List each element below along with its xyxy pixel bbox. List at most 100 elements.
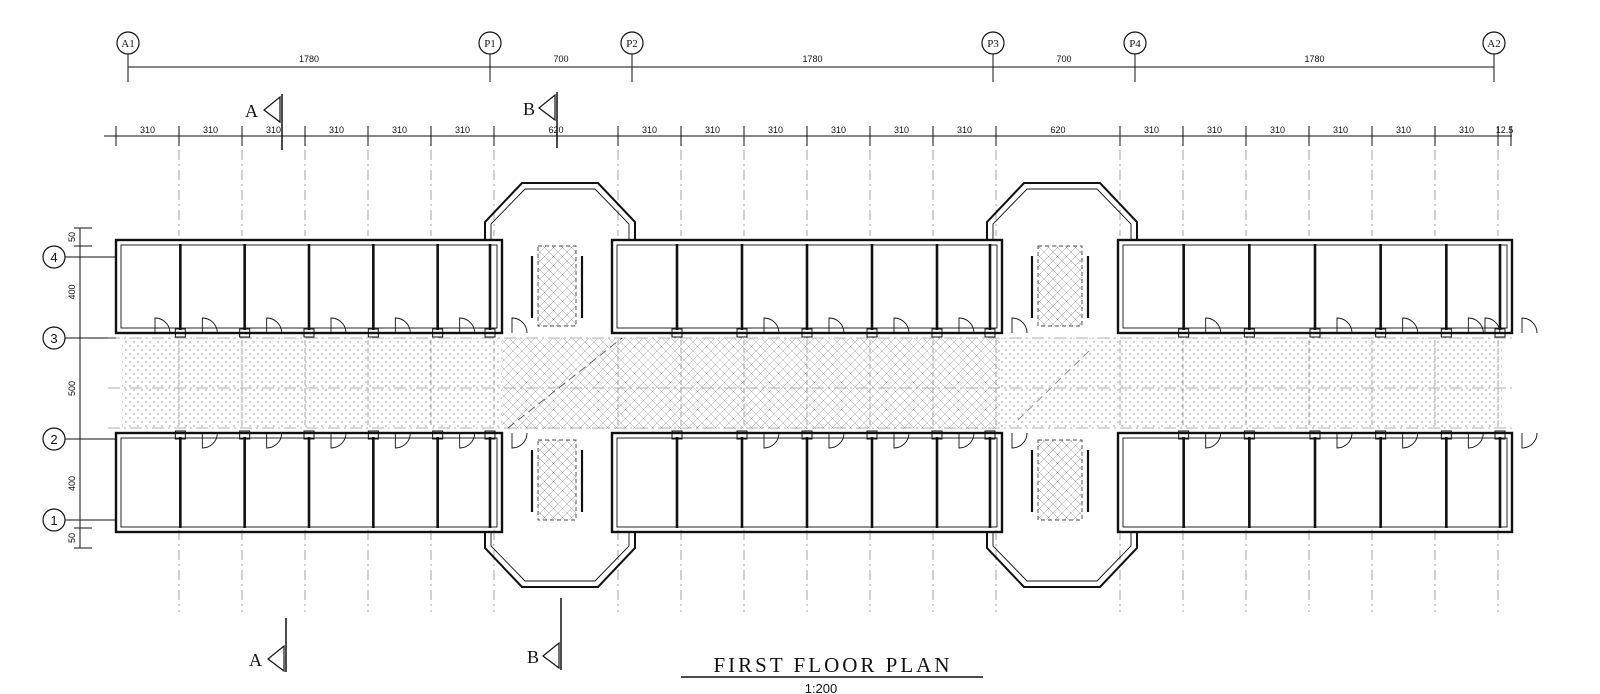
bay-dimension-value: 310 [957, 125, 972, 135]
column-pier [1243, 328, 1255, 338]
door-swing [330, 317, 347, 334]
door-swing [394, 317, 411, 334]
column-pier [1309, 328, 1321, 338]
door-swing [330, 432, 347, 449]
door-swing [459, 317, 476, 334]
stair-tower-inner [490, 532, 630, 582]
outer-wall [114, 238, 504, 335]
stair-flight [1037, 439, 1083, 521]
door-swing [459, 432, 476, 449]
door-swing [511, 317, 528, 334]
column-pier [671, 430, 683, 440]
column-pier [984, 328, 996, 338]
column-pier [239, 430, 251, 440]
bay-dimension-value: 310 [329, 125, 344, 135]
stair-tower-inner [490, 188, 630, 240]
door-swing [828, 432, 845, 449]
corridor-diagonal [1017, 349, 1091, 421]
bay-dimension-value: 310 [455, 125, 470, 135]
column-pier [671, 328, 683, 338]
column-pier [866, 328, 878, 338]
corridor-hatch-west [122, 338, 502, 429]
bay-dimension-value: 310 [768, 125, 783, 135]
section-arrow-icon [263, 95, 281, 124]
bay-dimension-value: 310 [831, 125, 846, 135]
door-swing [1336, 317, 1353, 334]
column-pier [1178, 328, 1190, 338]
door-swing [1205, 432, 1222, 449]
column-pier [367, 430, 379, 440]
bay-dimension-value: 310 [894, 125, 909, 135]
door-swing [201, 432, 218, 449]
door-swing [1521, 317, 1538, 334]
column-pier [1440, 430, 1452, 440]
section-arrow-icon [538, 93, 556, 122]
drawing-scale: 1:200 [805, 681, 838, 694]
column-pier [303, 430, 315, 440]
section-label: A [245, 101, 258, 121]
building-walls [114, 238, 1538, 534]
door-swing [893, 432, 910, 449]
column-pier [174, 328, 186, 338]
door-swing [763, 432, 780, 449]
row-dimension-value: 50 [67, 533, 77, 543]
door-swing [1011, 432, 1028, 449]
door-swing [201, 317, 218, 334]
stair-tower-south [986, 532, 1138, 588]
door-swing [1402, 317, 1419, 334]
section-marker-b-top: B [523, 92, 558, 148]
row-dimension-value: 400 [67, 476, 77, 491]
bay-dimension-value: 310 [203, 125, 218, 135]
column-pier [174, 430, 186, 440]
stair-tower-inner [992, 532, 1132, 582]
stair-tower-north [484, 182, 636, 240]
row-bubble-label: 1 [50, 513, 57, 528]
grid-bubble-label: P4 [1129, 38, 1141, 50]
outer-wall [114, 431, 504, 534]
door-swing [1205, 317, 1222, 334]
door-swing [828, 317, 845, 334]
column-pier [432, 328, 444, 338]
grid-bubble-label: P3 [987, 38, 999, 50]
grid-bubble-label: P1 [484, 38, 496, 50]
section-label: A [249, 650, 262, 670]
column-pier [1178, 430, 1190, 440]
stair-flight [1037, 245, 1083, 327]
bay-dimension-value: 310 [1270, 125, 1285, 135]
section-marker-b-bottom: B [527, 598, 562, 670]
column-pier [801, 328, 813, 338]
bay-dimension-value: 310 [140, 125, 155, 135]
bay-dimension-value: 12.5 [1496, 125, 1514, 135]
outer-wall [610, 238, 1004, 335]
outer-wall [1116, 238, 1514, 335]
column-pier [984, 430, 996, 440]
door-swing [1484, 317, 1501, 334]
bay-dimension-value: 310 [1144, 125, 1159, 135]
column-pier [1440, 328, 1452, 338]
column-pier [1243, 430, 1255, 440]
bay-dimension-value: 310 [1396, 125, 1411, 135]
column-pier [931, 430, 943, 440]
section-label: B [527, 647, 539, 667]
outer-wall [1116, 431, 1514, 534]
column-dimension-value: 1780 [299, 54, 319, 64]
column-pier [736, 430, 748, 440]
column-dimension-value: 700 [553, 54, 568, 64]
corridor-diagonal [507, 337, 623, 429]
column-pier [931, 328, 943, 338]
column-pier [432, 430, 444, 440]
bay-dimension-value: 310 [705, 125, 720, 135]
door-swing [1402, 432, 1419, 449]
door-swing [511, 432, 528, 449]
row-bubble-label: 4 [50, 250, 57, 265]
section-marker-a-bottom: A [249, 618, 287, 673]
column-pier [484, 430, 496, 440]
door-swing [1336, 432, 1353, 449]
grid-bubble-label: A2 [1487, 38, 1500, 50]
row-bubble-label: 3 [50, 331, 57, 346]
door-swing [763, 317, 780, 334]
column-pier [1375, 430, 1387, 440]
